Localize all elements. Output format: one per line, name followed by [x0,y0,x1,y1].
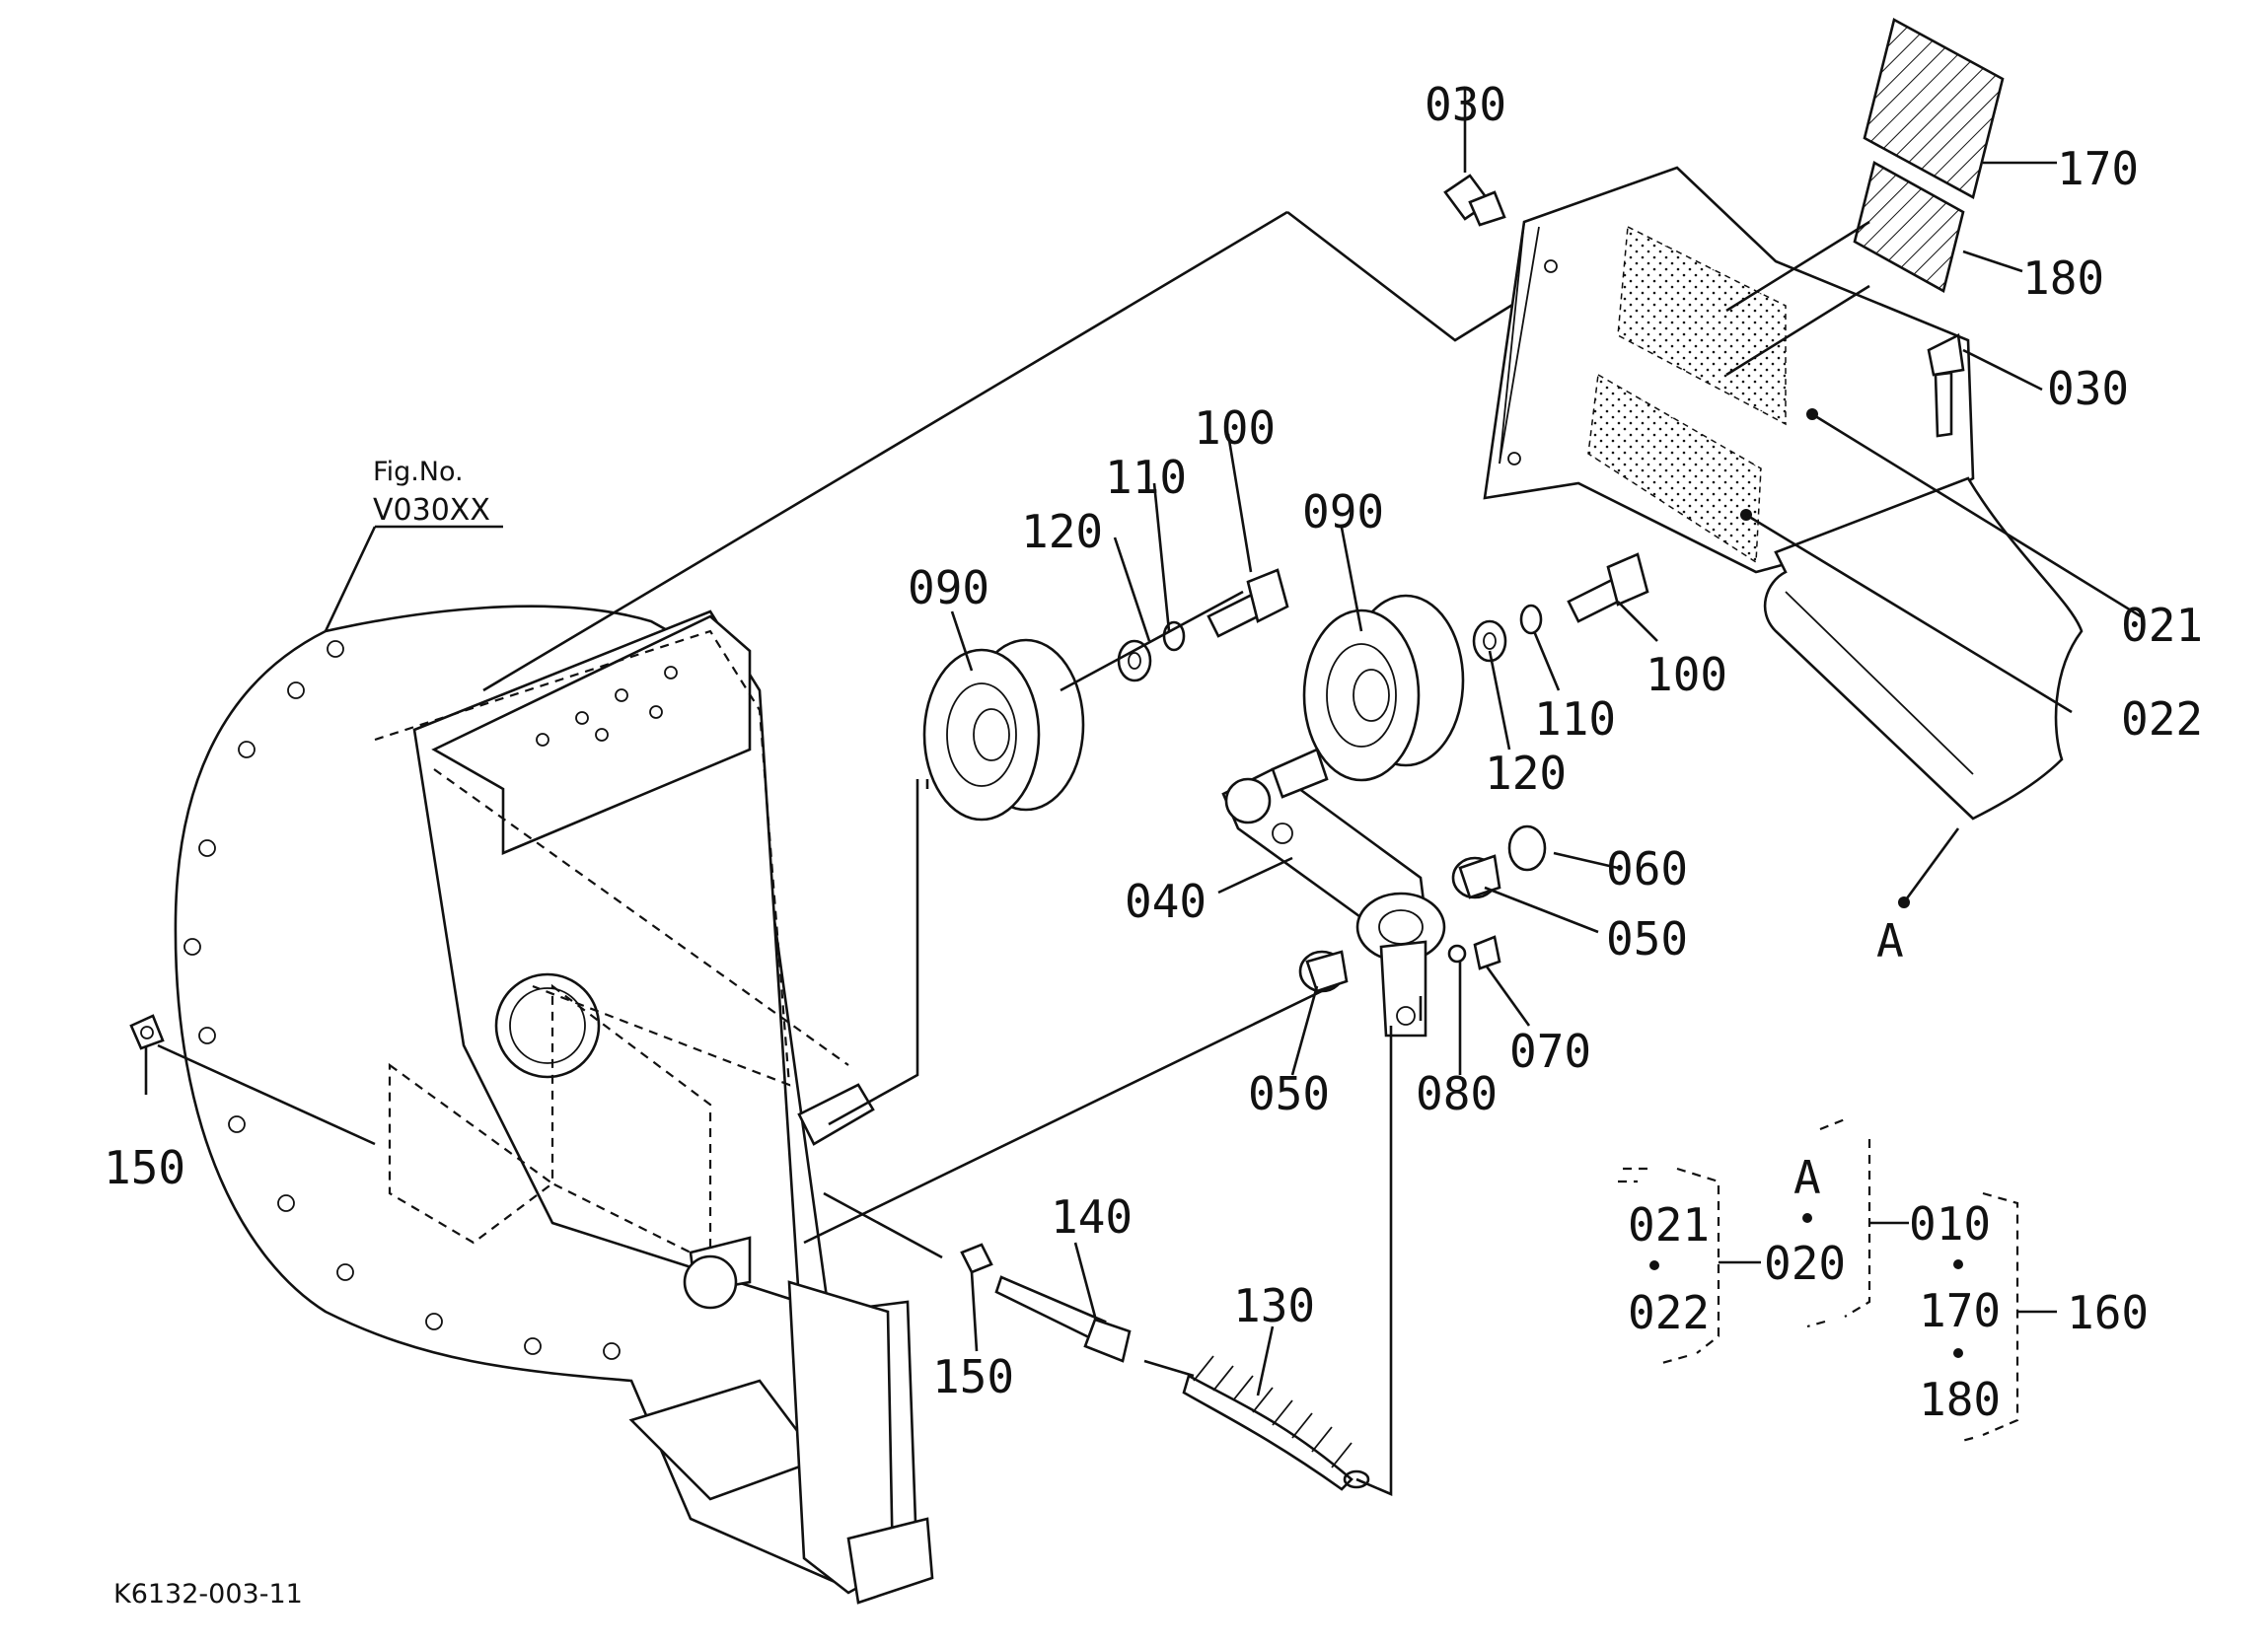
callout-070: 070 [1509,1025,1591,1078]
callout-080: 080 [1416,1067,1498,1120]
key-170: 170 [1919,1284,2001,1337]
callout-130: 130 [1233,1279,1315,1332]
key-a: A [1793,1151,1821,1204]
callout-030-right: 030 [2047,362,2129,415]
callout-090-right: 090 [1302,485,1384,538]
reference-point-a [1898,827,1960,908]
callout-110-right: 110 [1534,692,1616,746]
drawing-id: K6132-003-11 [113,1579,303,1610]
assembly-key: 021 022 020 A 010 170 180 160 [1618,1117,2149,1444]
key-180: 180 [1919,1373,2001,1426]
callout-140: 140 [1051,1190,1133,1244]
washer-120-right [1472,619,1507,663]
decal-180 [1853,161,1965,293]
idler-pulley-left [922,638,1085,822]
bolt-100-right [1567,552,1649,623]
callout-a: A [1876,914,1904,967]
mesh-screen-022 [1587,373,1762,564]
tension-rod-140 [994,1275,1132,1363]
key-022: 022 [1628,1286,1710,1339]
fig-ref-leader [324,526,377,632]
callout-090-left: 090 [908,561,989,614]
callout-120-left: 120 [1021,505,1103,558]
washer-120-left [1117,639,1152,682]
callout-leaders [144,89,2057,1396]
key-010: 010 [1909,1197,1991,1251]
callout-120-right: 120 [1485,747,1567,800]
callout-100-left: 100 [1194,401,1276,455]
callout-021: 021 [2121,599,2203,652]
callout-100-right: 100 [1646,648,1727,701]
circlip-060 [1507,824,1547,872]
key-020: 020 [1764,1237,1846,1290]
callout-030-top: 030 [1425,78,1506,131]
callout-110-left: 110 [1105,451,1187,504]
key-021: 021 [1628,1198,1710,1252]
callout-040: 040 [1125,875,1207,928]
mesh-screen-021 [1617,225,1787,426]
fig-ref-title: Fig.No. [373,457,464,487]
nut-150-left [129,1014,165,1050]
bolt-030-right [1927,333,1965,438]
callout-170: 170 [2057,142,2139,195]
callout-050-right: 050 [1606,912,1688,966]
callout-022: 022 [2121,692,2203,746]
spring-130 [1143,1355,1370,1491]
tension-arm-040 [1221,748,1446,1038]
decal-170 [1863,18,2005,199]
callout-060: 060 [1606,842,1688,895]
key-160: 160 [2067,1286,2149,1339]
main-frame-plate [174,605,934,1605]
callout-150-lower: 150 [932,1350,1014,1403]
spring-washer-110-right [1519,604,1543,635]
fig-ref-number: V030XX [373,493,490,528]
nut-150-lower [960,1243,993,1274]
idler-pulley-right [1302,594,1465,782]
bolt-030-top [1443,174,1506,227]
bolt-100-left [1207,568,1289,638]
grease-nipple-070 [1447,935,1501,970]
callout-180: 180 [2022,251,2104,305]
callout-050-left: 050 [1248,1067,1330,1120]
bushing-050-left [1298,950,1349,993]
callout-150-left: 150 [104,1141,185,1194]
